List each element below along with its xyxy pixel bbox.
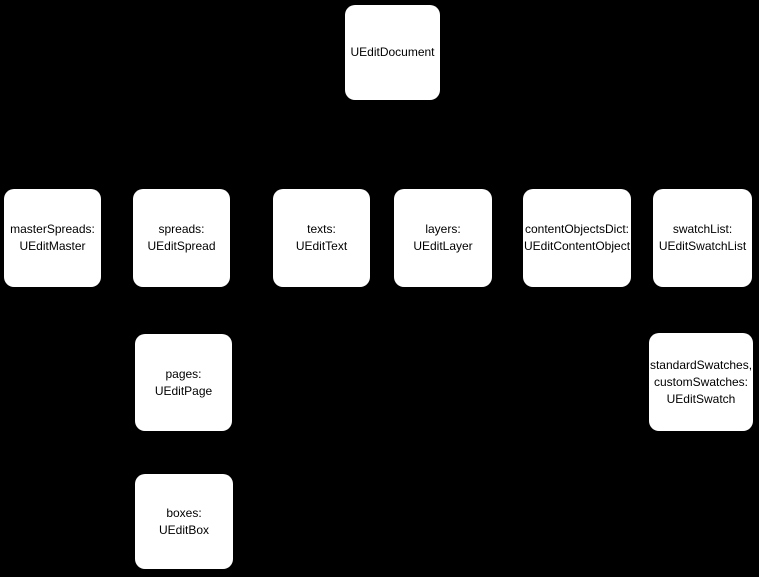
- node-masterspreads[interactable]: masterSpreads: UEditMaster: [4, 189, 101, 287]
- node-label-line: layers:: [425, 222, 461, 236]
- node-ueditdocument[interactable]: UEditDocument: [345, 5, 440, 100]
- node-contentobjectsdict[interactable]: contentObjectsDict: UEditContentObject: [523, 189, 631, 287]
- node-label-line: customSwatches:: [653, 374, 749, 389]
- node-label-line: masterSpreads:: [10, 222, 95, 236]
- node-label-line: standardSwatches,: [649, 357, 753, 372]
- node-label-line: pages:: [165, 366, 202, 381]
- node-label-line: UEditDocument: [350, 45, 435, 59]
- node-label-line: UEditSwatchList: [658, 239, 747, 253]
- node-label-line: UEditSwatch: [666, 391, 736, 406]
- node-label-line: contentObjectsDict:: [524, 222, 630, 236]
- node-label-line: UEditContentObject: [523, 239, 631, 253]
- node-label-line: texts:: [307, 222, 336, 236]
- node-label-line: spreads:: [158, 222, 205, 236]
- node-label-line: UEditText: [295, 239, 348, 253]
- node-texts[interactable]: texts: UEditText: [273, 189, 370, 287]
- node-label-line: UEditMaster: [19, 239, 86, 253]
- node-swatches[interactable]: standardSwatches, customSwatches: UEditS…: [649, 333, 753, 431]
- node-spreads[interactable]: spreads: UEditSpread: [133, 189, 230, 287]
- node-layers[interactable]: layers: UEditLayer: [394, 189, 492, 287]
- node-label-line: UEditLayer: [413, 239, 473, 253]
- node-label-line: UEditBox: [158, 522, 210, 537]
- node-swatchlist[interactable]: swatchList: UEditSwatchList: [653, 189, 752, 287]
- node-label-line: boxes:: [166, 505, 202, 520]
- node-label-line: UEditPage: [154, 383, 213, 398]
- node-boxes[interactable]: boxes: UEditBox: [135, 474, 233, 569]
- node-pages[interactable]: pages: UEditPage: [135, 334, 232, 431]
- node-label-line: swatchList:: [672, 222, 733, 236]
- node-label-line: UEditSpread: [147, 239, 216, 253]
